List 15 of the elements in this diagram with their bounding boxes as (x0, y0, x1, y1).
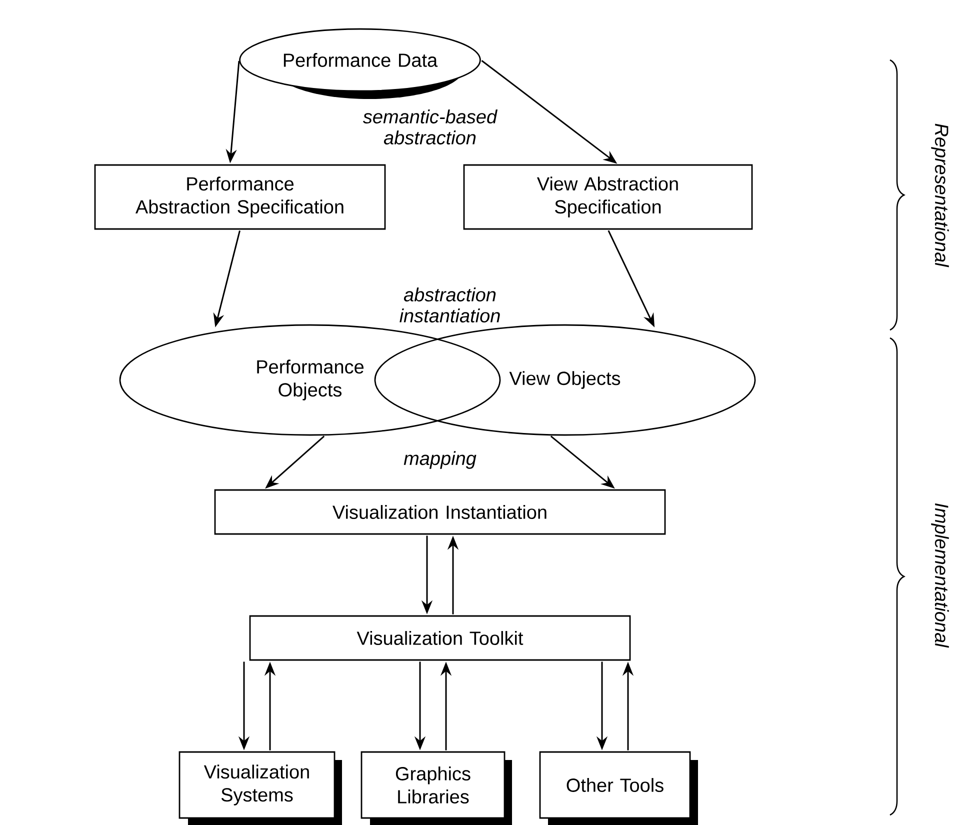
ellipse-node: Performance Objects (119, 324, 501, 436)
section-label: Implementational (931, 503, 949, 648)
process-box: Visualization Instantiation (214, 489, 666, 535)
ellipse-node: View Objects (374, 324, 756, 436)
process-box: Visualization Toolkit (249, 615, 631, 661)
annotation-text: semantic-based abstraction (363, 110, 498, 144)
process-box: View Abstraction Specification (463, 164, 753, 230)
process-box: Other Tools (539, 751, 698, 825)
section-label: Representational (931, 124, 949, 268)
ellipse-node: Performance Data (239, 28, 481, 99)
process-box: Visualization Systems (178, 751, 342, 825)
annotation-text: mapping (404, 451, 476, 469)
annotation-text: abstraction instantiation (400, 288, 500, 322)
process-box: Graphics Libraries (360, 751, 512, 825)
process-box: Performance Abstraction Specification (94, 164, 386, 230)
